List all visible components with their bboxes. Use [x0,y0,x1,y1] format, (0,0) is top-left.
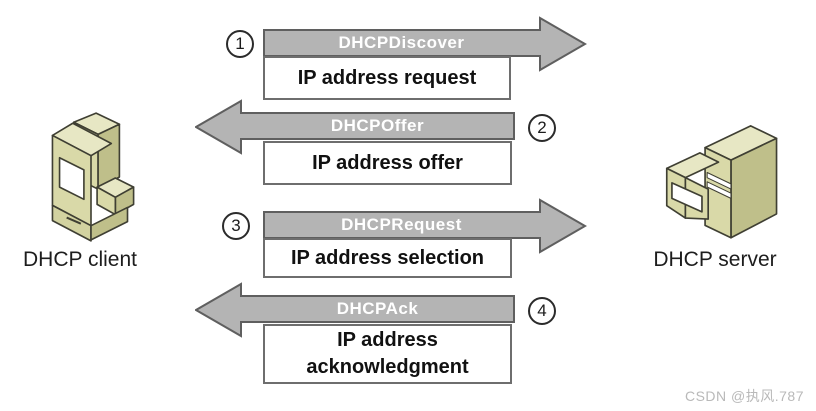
arrow-dhcpoffer: DHCPOffer [195,99,515,155]
arrow-dhcpack: DHCPAck [195,282,515,338]
server-label: DHCP server [653,248,777,271]
arrow-message-name: DHCPRequest [341,215,462,234]
arrow-dhcpdiscover: DHCPDiscover [263,16,588,72]
server-icon [665,125,778,239]
message-description-box: IP address acknowledgment [263,324,512,384]
left-arrow-icon [195,99,515,155]
message-description-box: IP address request [263,56,511,100]
csdn-watermark: CSDN @执风.787 [684,388,804,404]
message-description-box: IP address offer [263,141,512,185]
client-computer-icon [51,112,135,242]
step-badge-1: 1 [226,30,254,58]
left-arrow-icon [195,282,515,338]
step-badge-4: 4 [528,297,556,325]
arrow-message-name: DHCPDiscover [338,33,465,52]
step-badge-2: 2 [528,114,556,142]
client-label: DHCP client [23,248,137,271]
arrow-message-name: DHCPAck [336,299,419,318]
arrow-message-name: DHCPOffer [330,116,425,135]
step-badge-3: 3 [222,212,250,240]
message-description-box: IP address selection [263,238,512,278]
